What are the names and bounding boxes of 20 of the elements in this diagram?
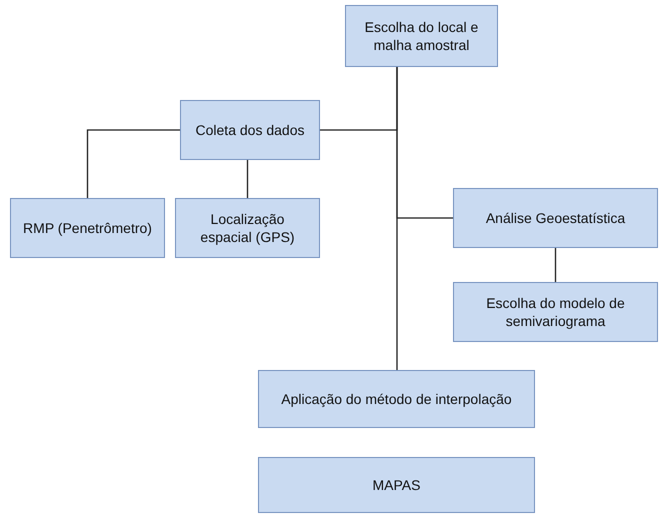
box-label: Localização espacial (GPS) xyxy=(199,210,296,246)
box-label: Escolha do modelo de semivariograma xyxy=(485,294,626,330)
box-label: Escolha do local e malha amostral xyxy=(364,18,480,54)
process-box xyxy=(10,198,165,258)
connector-line xyxy=(246,160,248,198)
box-label: RMP (Penetrômetro) xyxy=(23,219,152,237)
connector-line xyxy=(554,248,556,282)
box-label: Aplicação do método de interpolação xyxy=(281,390,512,408)
process-box xyxy=(453,282,658,342)
connector-line xyxy=(86,129,180,198)
process-box xyxy=(175,198,320,258)
process-box xyxy=(453,188,658,248)
process-box xyxy=(258,370,535,428)
process-box xyxy=(258,457,535,513)
process-box xyxy=(180,100,320,160)
box-label: Coleta dos dados xyxy=(196,121,304,139)
box-label: Análise Geoestatística xyxy=(486,209,626,227)
box-label: MAPAS xyxy=(372,476,420,494)
connector-line xyxy=(396,67,398,370)
process-box xyxy=(345,5,498,67)
